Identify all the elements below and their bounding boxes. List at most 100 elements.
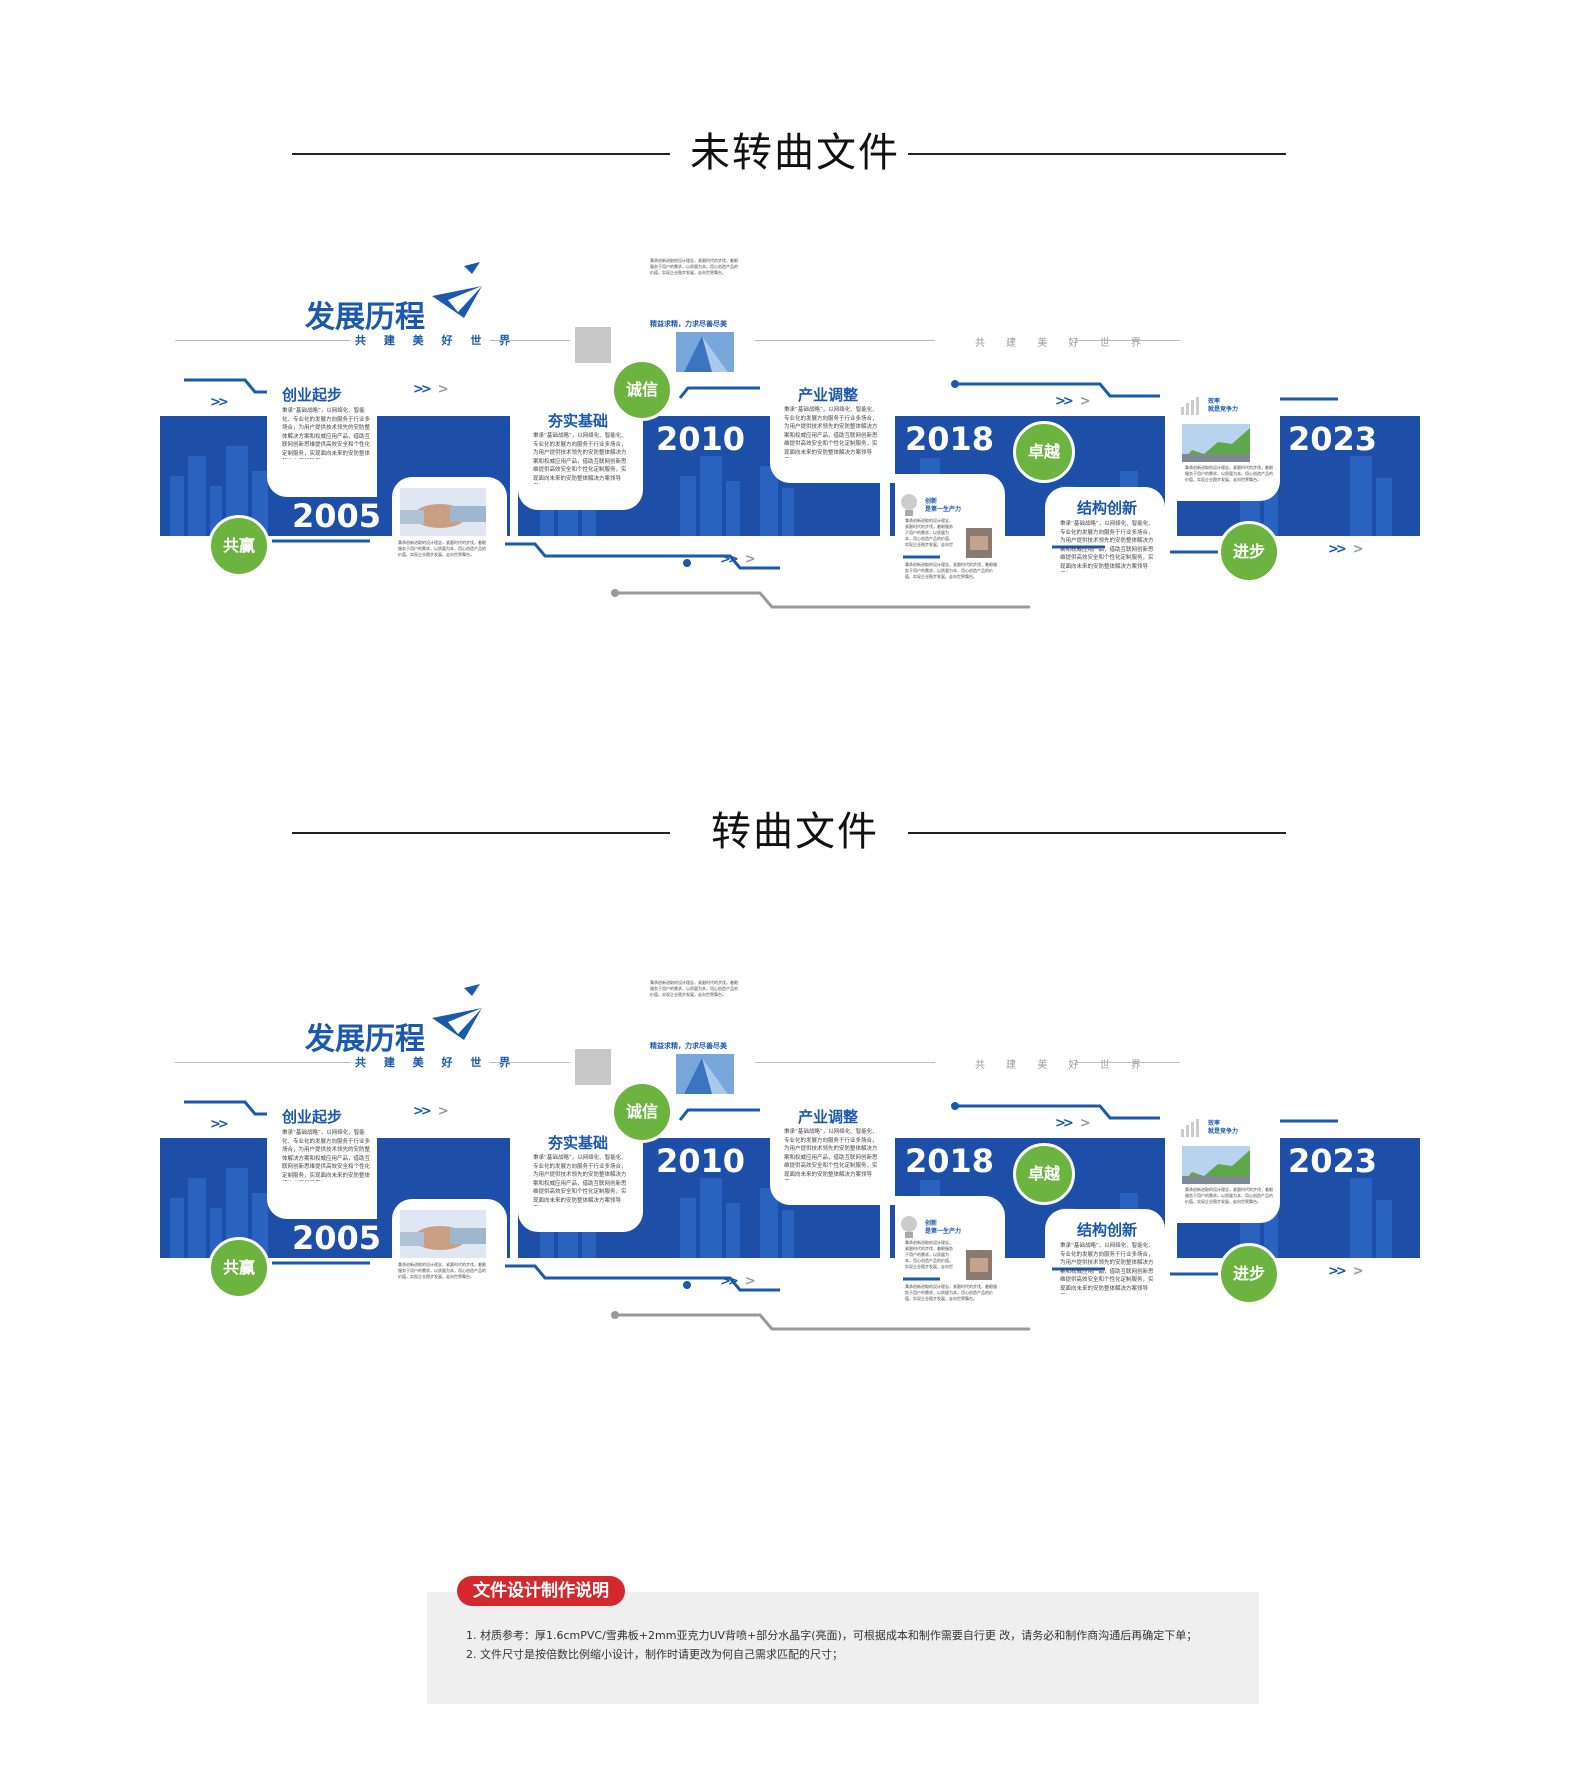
brand-title: 发展历程 [305, 1022, 425, 1057]
timeline-wall-unconverted: 发展历程 共 建 美 好 世 界 共 建 美 好 世 界 秉承创新进取的设计理念… [160, 258, 1430, 622]
gray-square [575, 327, 611, 363]
heading-jiegou: 结构创新 [1077, 499, 1138, 517]
badge-jinbu: 进步 [1218, 521, 1280, 583]
innovation-label-1: 创新 [925, 1220, 938, 1227]
guide-line-right-a [755, 1062, 935, 1063]
brand-title: 发展历程 [305, 300, 425, 335]
building-photo [676, 1054, 734, 1094]
right-subtitle: 共 建 美 好 世 界 [975, 338, 1150, 349]
guide-line-left [175, 1062, 350, 1063]
chevron-right-icon: >>> [413, 1104, 449, 1119]
lightbulb-icon [901, 494, 917, 516]
innovation-text: 秉承创新进取的设计理念，紧跟时代的步伐，着眼服务于用户的需求，以质量为本，用心创… [905, 518, 953, 547]
gray-square [575, 1049, 611, 1085]
paragraph-hangshi: 秉承“基础战略”，以网络化、智能化、专业化的发展方向服务于行业多场合，为用户提供… [533, 1155, 627, 1204]
card-chanye [770, 377, 895, 483]
paper-plane-icon [432, 984, 482, 1040]
lightbulb-icon [901, 1216, 917, 1238]
section-title-unconverted: 未转曲文件 [0, 123, 1590, 183]
building-photo [676, 332, 734, 372]
notes-panel [427, 1592, 1259, 1704]
year-2023: 2023 [1288, 420, 1378, 458]
brand-subtitle: 共 建 美 好 世 界 [355, 1056, 518, 1069]
note-line-1: 1. 材质参考：厚1.6cmPVC/雪弗板+2mm亚克力UV背喷+部分水晶字(亮… [466, 1629, 1198, 1642]
heading-chanye: 产业调整 [798, 1108, 859, 1126]
blue-band-gap-3 [1165, 416, 1177, 536]
bar-chart-icon [1181, 1119, 1199, 1137]
card-jiegou [1045, 487, 1165, 612]
blue-band-gap-2 [880, 416, 890, 536]
year-2010: 2010 [656, 1142, 746, 1180]
chevron-right-icon: >>> [413, 382, 449, 397]
innovation-text: 秉承创新进取的设计理念，紧跟时代的步伐，着眼服务于用户的需求，以质量为本，用心创… [905, 1240, 953, 1269]
innovation-text-2: 秉承创新进取的设计理念，紧跟时代的步伐，着眼服务于用户的需求，以质量为本，用心创… [905, 562, 997, 579]
efficiency-label-2: 就是竞争力 [1208, 406, 1239, 413]
section-title-converted: 转曲文件 [0, 802, 1590, 862]
guide-line-mid [490, 1062, 570, 1063]
section-title-text: 未转曲文件 [690, 130, 900, 176]
paragraph-chanye: 秉承“基础战略”，以网络化、智能化、专业化的发展方向服务于行业多场合，为用户提供… [784, 1129, 878, 1178]
efficiency-label-2: 就是竞争力 [1208, 1128, 1239, 1135]
efficiency-label-1: 效率 [1208, 1120, 1221, 1127]
blue-band-gap-3 [1165, 1138, 1177, 1258]
year-2018: 2018 [905, 420, 995, 458]
efficiency-text: 秉承创新进取的设计理念，紧跟时代的步伐，着眼服务于用户的需求，以质量为本，用心创… [1185, 1187, 1273, 1204]
paragraph-jiegou: 秉承“基础战略”，以网络化、智能化、专业化的发展方向服务于行业多场合，为用户提供… [1060, 521, 1154, 570]
paragraph-chuangye: 秉承“基础战略”，以网络化、智能化、专业化的发展方向服务于行业多场合，为用户提供… [282, 1130, 371, 1179]
top-center-caption: 精益求精，力求尽善尽美 [650, 320, 727, 328]
paper-plane-icon [432, 262, 482, 318]
notes-tag: 文件设计制作说明 [457, 1576, 625, 1606]
heading-jiegou: 结构创新 [1077, 1221, 1138, 1239]
innovation-label-2: 是第一生产力 [925, 506, 962, 513]
card-hangshi [518, 400, 643, 510]
efficiency-text: 秉承创新进取的设计理念，紧跟时代的步伐，着眼服务于用户的需求，以质量为本，用心创… [1185, 465, 1273, 482]
handshake-photo [400, 488, 486, 536]
heading-chanye: 产业调整 [798, 386, 859, 404]
badge-chengxin: 诚信 [611, 1081, 673, 1143]
chevron-right-icon: >>> [1328, 542, 1364, 557]
heading-chuangye: 创业起步 [282, 386, 343, 404]
circuit-lines [184, 1100, 1338, 1331]
paragraph-chuangye: 秉承“基础战略”，以网络化、智能化、专业化的发展方向服务于行业多场合，为用户提供… [282, 408, 371, 457]
badge-zhuoyue: 卓越 [1013, 1143, 1075, 1205]
chevron-right-icon: >>> [1055, 1116, 1091, 1131]
brand-subtitle: 共 建 美 好 世 界 [355, 334, 518, 347]
innovation-text-2: 秉承创新进取的设计理念，紧跟时代的步伐，着眼服务于用户的需求，以质量为本，用心创… [905, 1284, 997, 1301]
blue-band-gap-1 [510, 416, 518, 536]
heading-hangshi: 夯实基础 [548, 1134, 609, 1152]
note-line-2: 2. 文件尺寸是按倍数比例缩小设计，制作时请更改为何自己需求匹配的尺寸； [466, 1648, 843, 1661]
guide-line-right-b [1075, 340, 1180, 341]
heading-chuangye: 创业起步 [282, 1108, 343, 1126]
year-2018: 2018 [905, 1142, 995, 1180]
innovation-label-1: 创新 [925, 498, 938, 505]
hands-photo [966, 1250, 992, 1280]
efficiency-label-1: 效率 [1208, 398, 1221, 405]
card-chanye [770, 1099, 895, 1205]
card-chuangye [267, 1104, 377, 1219]
guide-line-right-b [1075, 1062, 1180, 1063]
chevron-right-icon: >>> [720, 1274, 756, 1289]
heading-hangshi: 夯实基础 [548, 412, 609, 430]
growth-photo [1182, 424, 1250, 462]
chevron-right-icon: >>> [1055, 394, 1091, 409]
chevron-right-icon: >> [210, 395, 229, 410]
card-hangshi [518, 1122, 643, 1232]
badge-chengxin: 诚信 [611, 359, 673, 421]
guide-line-mid [490, 340, 570, 341]
card-jiegou [1045, 1209, 1165, 1334]
top-center-caption: 精益求精，力求尽善尽美 [650, 1042, 727, 1050]
handshake-text: 秉承创新进取的设计理念，紧跟时代的步伐，着眼服务于用户的需求，以质量为本，用心创… [398, 540, 486, 557]
chevron-right-icon: >>> [720, 552, 756, 567]
guide-line-left [175, 340, 350, 341]
top-center-text: 秉承创新进取的设计理念，紧跟时代的步伐，着眼服务于用户的需求，以质量为本，用心创… [650, 980, 738, 997]
badge-zhuoyue: 卓越 [1013, 421, 1075, 483]
blue-band-gap-1 [510, 1138, 518, 1258]
bar-chart-icon [1181, 397, 1199, 415]
paragraph-hangshi: 秉承“基础战略”，以网络化、智能化、专业化的发展方向服务于行业多场合，为用户提供… [533, 433, 627, 482]
section-title-text: 转曲文件 [711, 809, 879, 855]
handshake-text: 秉承创新进取的设计理念，紧跟时代的步伐，着眼服务于用户的需求，以质量为本，用心创… [398, 1262, 486, 1279]
paragraph-chanye: 秉承“基础战略”，以网络化、智能化、专业化的发展方向服务于行业多场合，为用户提供… [784, 407, 878, 456]
handshake-photo [400, 1210, 486, 1258]
blue-band-gap-2 [880, 1138, 890, 1258]
timeline-wall-converted: 发展历程 共 建 美 好 世 界 共 建 美 好 世 界 秉承创新进取的设计理念… [160, 980, 1430, 1344]
